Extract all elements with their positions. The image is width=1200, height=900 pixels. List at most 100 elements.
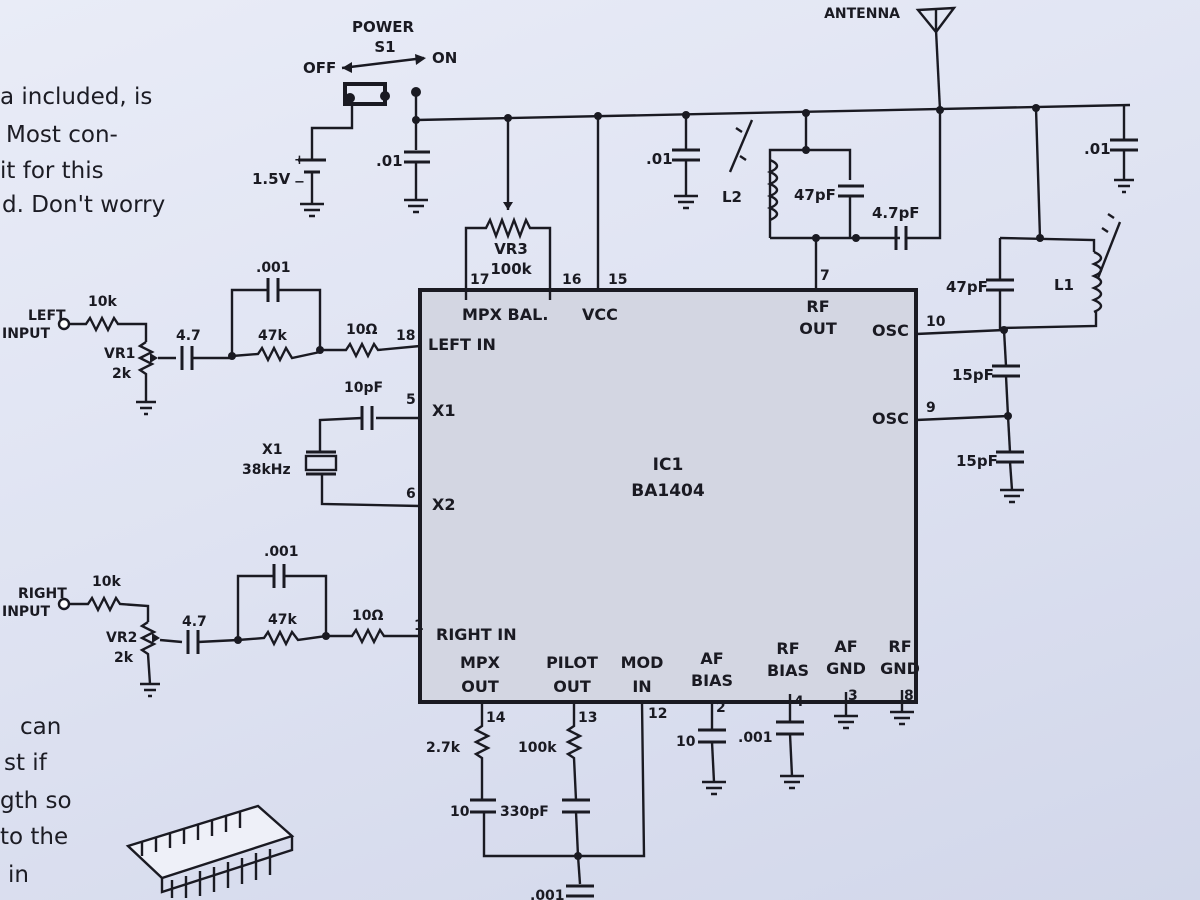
af-gnd	[834, 692, 858, 730]
cap-label: 10	[450, 804, 470, 820]
cap-label: .001	[530, 888, 565, 900]
pin-number: 5	[406, 392, 416, 408]
pin-number: 14	[486, 710, 506, 726]
cap-label: .01	[646, 150, 673, 168]
prose-line: a included, is	[0, 84, 153, 110]
capacitor-0-01-right: .01	[1084, 106, 1138, 194]
pin-label-rf-out: OUT	[799, 319, 837, 338]
input-label: INPUT	[2, 604, 51, 620]
pin-label-mpx-bal: MPX BAL.	[462, 305, 548, 324]
right-input-chain: RIGHT INPUT 10k VR2 2k 4.7 .001 47k 10Ω	[2, 544, 420, 698]
antenna: ANTENNA	[824, 6, 957, 111]
crystal-x1: 10pF X1 38kHz	[242, 380, 421, 508]
pin-number: 2	[716, 700, 726, 716]
crystal-value: 38kHz	[242, 462, 291, 478]
rf-bias-cap: .001	[738, 694, 804, 790]
pin-label-x2: X2	[432, 495, 455, 514]
pin-number: 8	[904, 688, 914, 704]
pin-label-osc-9: OSC	[872, 409, 909, 428]
cap-label: 10pF	[344, 380, 383, 396]
cap-label: .01	[376, 152, 403, 170]
ic-part-number: BA1404	[631, 481, 705, 501]
pin-label-x1: X1	[432, 401, 455, 420]
crystal-label: X1	[262, 442, 283, 458]
pin-label-left-in: LEFT IN	[428, 335, 496, 354]
rf-tank-l2: L2 47pF 4.7pF	[722, 110, 942, 290]
pin-label-af-bias: BIAS	[691, 671, 733, 690]
antenna-label: ANTENNA	[824, 6, 900, 22]
af-bias-cap: 10	[676, 700, 726, 796]
power-title: POWER	[352, 18, 415, 36]
battery-1-5v: 1.5V + −	[252, 153, 326, 218]
pin-number: 13	[578, 710, 597, 726]
cap-label: 15pF	[956, 452, 998, 470]
osc-tank-l1: 47pF L1	[946, 107, 1122, 330]
pin-label-rf-gnd: RF	[888, 637, 911, 656]
input-label: LEFT	[28, 308, 66, 324]
battery-minus: −	[294, 175, 305, 190]
cap-label: .001	[738, 730, 773, 746]
vr3-label: VR3	[494, 240, 528, 258]
cap-label: 4.7pF	[872, 204, 920, 222]
input-label: INPUT	[2, 326, 51, 342]
right-input-jack[interactable]	[57, 597, 71, 611]
prose-line: it for this	[0, 158, 104, 184]
pin-label-af-gnd: AF	[834, 637, 857, 656]
resistor-label: 100k	[518, 740, 557, 756]
osc-capacitors: 15pF 15pF	[915, 326, 1024, 504]
prose-line: gth so	[0, 788, 72, 814]
pin-number: 18	[396, 328, 415, 344]
pin-number: 16	[562, 272, 581, 288]
prose-line: can	[20, 714, 62, 740]
cap-label: 15pF	[952, 366, 994, 384]
capacitor-0-01-mid: .01	[646, 115, 700, 210]
switch-ref: S1	[374, 38, 395, 56]
pot-value: 2k	[114, 650, 134, 666]
pilot-out-network: 100k 330pF .001	[500, 702, 594, 900]
cap-label: 47pF	[946, 278, 988, 296]
pin-label-vcc: VCC	[582, 305, 618, 324]
resistor-label: 47k	[268, 612, 297, 628]
battery-plus: +	[294, 153, 305, 168]
rf-gnd	[890, 690, 914, 726]
pin-number: 10	[926, 314, 946, 330]
cap-label: .001	[264, 544, 299, 560]
dip-chip-illustration	[125, 804, 295, 898]
pin-number: 1	[414, 618, 424, 634]
vr3-value: 100k	[490, 260, 532, 278]
pin-number: 15	[608, 272, 627, 288]
resistor-label: 10Ω	[352, 608, 383, 624]
resistor-label: 10k	[88, 294, 117, 310]
pin-number: 9	[926, 400, 936, 416]
prose-line: d. Don't worry	[2, 192, 166, 218]
pin-number: 7	[820, 268, 830, 284]
prose-line: st if	[4, 750, 47, 776]
inductor-label: L2	[722, 188, 742, 206]
pot-value: 2k	[112, 366, 132, 382]
battery-label: 1.5V	[252, 170, 291, 188]
left-input-jack[interactable]	[57, 317, 71, 331]
cap-label: 47pF	[794, 186, 836, 204]
pin-label-osc-10: OSC	[872, 321, 909, 340]
pot-label: VR2	[106, 630, 137, 646]
pot-label: VR1	[104, 346, 135, 362]
cap-label: .01	[1084, 140, 1111, 158]
pin-label-mpx-out: MPX	[460, 653, 501, 672]
prose-line: Most con-	[6, 122, 118, 148]
pin-number: 3	[848, 688, 858, 704]
switch-on-label: ON	[432, 49, 457, 67]
resistor-label: 10Ω	[346, 322, 377, 338]
cap-label: .001	[256, 260, 291, 276]
pin-label-mpx-out: OUT	[461, 677, 499, 696]
cap-label: 4.7	[176, 328, 201, 344]
pin-number: 6	[406, 486, 416, 502]
mpx-out-network: 2.7k 10	[426, 702, 580, 858]
cap-label: 330pF	[500, 804, 549, 820]
pin-label-rf-gnd: GND	[880, 659, 920, 678]
pin-label-rf-out: RF	[806, 297, 829, 316]
pin-label-pilot-out: PILOT	[546, 653, 598, 672]
pin-label-af-gnd: GND	[826, 659, 866, 678]
cap-label: 10	[676, 734, 696, 750]
